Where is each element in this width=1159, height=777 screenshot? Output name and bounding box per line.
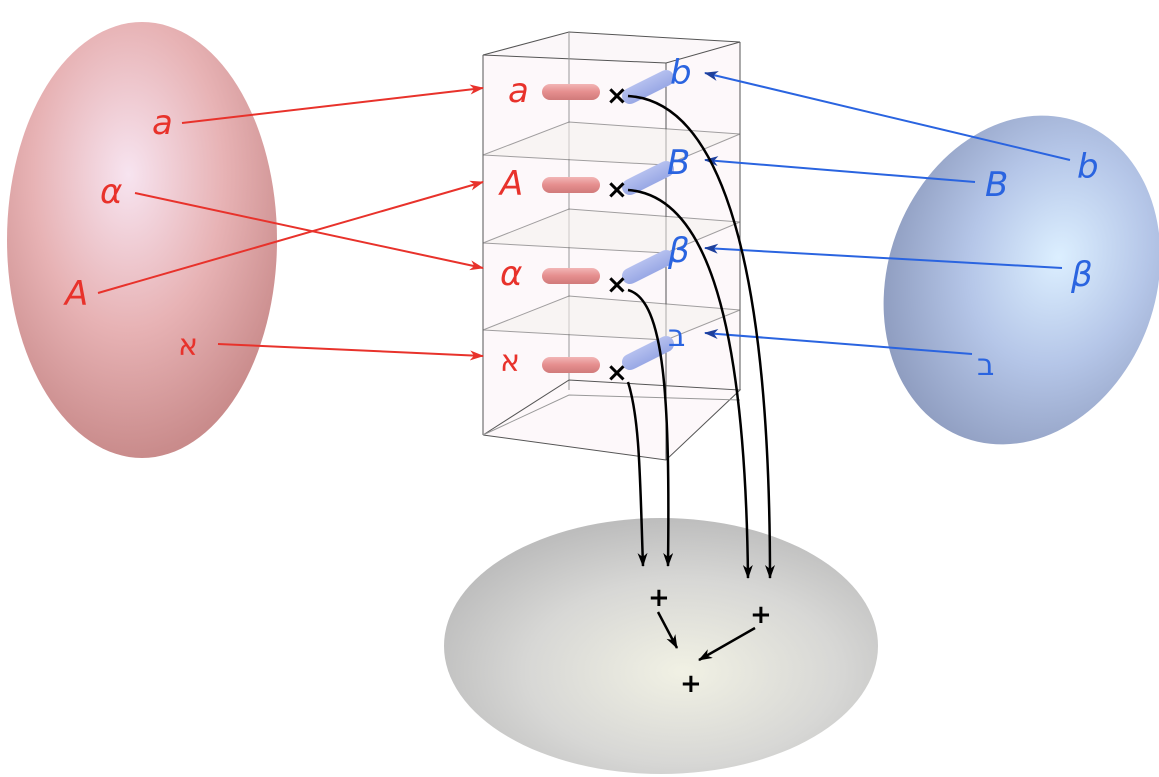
curve-3 <box>627 288 674 567</box>
tower-left-alpha: α <box>500 254 522 294</box>
tower-right-bet: ב <box>668 319 685 354</box>
tower-right-beta: β <box>667 231 690 271</box>
arrow-B <box>704 156 976 183</box>
right-set-blob <box>883 115 1159 445</box>
arrow-b <box>704 71 1071 161</box>
arrow-aleph <box>217 343 484 361</box>
arrow-A <box>97 180 484 294</box>
blue-rod <box>622 250 674 284</box>
plus-left: + <box>648 583 670 613</box>
right-label-beta: β <box>1070 255 1093 295</box>
tower-right-b: b <box>670 53 692 93</box>
plus-right: + <box>750 600 772 630</box>
plus-left-to-final <box>656 611 679 649</box>
red-arrows <box>97 84 484 361</box>
times-sign: × <box>606 81 628 111</box>
blue-arrows <box>704 71 1071 355</box>
tower-left-a: a <box>508 71 529 111</box>
tower <box>482 31 742 461</box>
times-sign: × <box>606 358 628 388</box>
plus-right-to-final <box>698 626 756 662</box>
red-rod <box>542 357 600 373</box>
left-label-A: A <box>63 274 88 314</box>
curve-4 <box>626 381 648 567</box>
times-sign: × <box>606 175 628 205</box>
times-sign: × <box>606 270 628 300</box>
right-label-b: b <box>1077 147 1099 187</box>
curve-2 <box>627 188 753 579</box>
right-label-bet: ב <box>977 348 994 383</box>
blue-rod <box>622 70 674 104</box>
black-arrows <box>626 94 775 662</box>
blue-rod <box>622 161 674 195</box>
left-label-a: a <box>152 103 173 143</box>
curve-1 <box>627 94 775 579</box>
red-rod <box>542 268 600 284</box>
tower-left-aleph: א <box>500 344 520 379</box>
left-label-aleph: א <box>178 328 198 363</box>
arrow-a <box>181 84 484 124</box>
left-label-alpha: α <box>100 172 122 212</box>
left-set-blob <box>7 22 277 458</box>
tower-left-A: A <box>498 164 523 204</box>
arrow-bet <box>704 329 973 355</box>
bottom-set-blob <box>444 518 878 774</box>
tower-right-B: B <box>667 143 690 183</box>
right-label-B: B <box>985 165 1008 205</box>
plus-final: + <box>680 669 702 699</box>
red-rod <box>542 177 600 193</box>
arrow-beta <box>704 243 1063 269</box>
red-rod <box>542 84 600 100</box>
arrow-alpha <box>134 192 484 271</box>
